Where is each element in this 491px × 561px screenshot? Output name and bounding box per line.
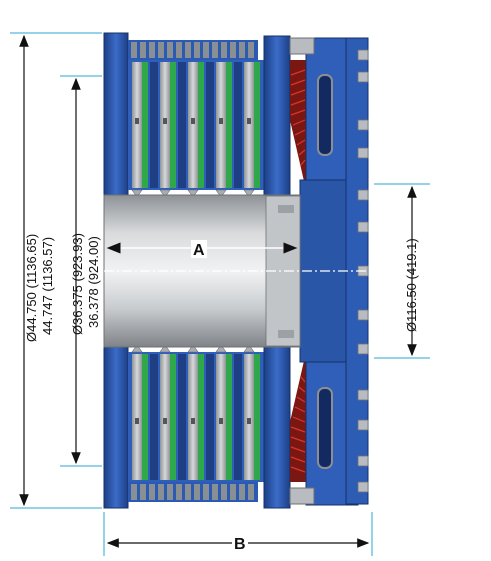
upper-spring-pack (290, 60, 306, 190)
lower-friction-stack (128, 352, 266, 482)
dim-a-label-box (191, 240, 207, 258)
clutch-assembly (103, 32, 372, 509)
outer-diameter-label-2: 44.747 (1136.57) (40, 237, 55, 335)
spline-teeth (131, 189, 255, 353)
dimension-labels: Ø44.750 (1136.65) 44.747 (1136.57) Ø36.3… (24, 233, 419, 553)
inner-diameter-label-2: 36.378 (924.00) (86, 236, 101, 328)
dim-b-label-box (232, 534, 248, 552)
dim-a-label: A (193, 242, 205, 259)
upper-friction-stack (128, 60, 266, 190)
lower-spring-pack (290, 352, 306, 482)
top-spring-ridges (128, 40, 258, 60)
dimension-lines (10, 32, 430, 556)
bore-diameter-label: Ø116.50 (419.1) (404, 238, 419, 332)
inner-diameter-label-1: Ø36.375 (923.93) (70, 233, 85, 335)
outer-diameter-label-1: Ø44.750 (1136.65) (24, 234, 39, 342)
bottom-spring-ridges (128, 482, 258, 502)
dim-b-label: B (234, 536, 246, 553)
